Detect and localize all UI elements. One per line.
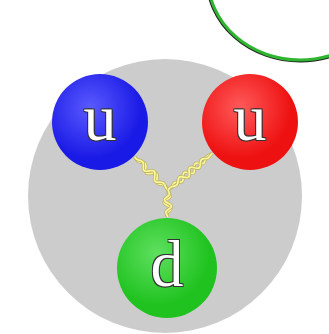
quark-circle: u [52,74,148,170]
corner-shape-outline [208,0,329,60]
gluon-line [135,157,171,217]
quark-label: u [234,85,267,151]
gluon-line-shadow [135,157,171,217]
quark-label: u [84,85,117,151]
gluon-line-core [135,157,171,217]
proton-body [28,59,302,333]
quark-circle: d [117,218,217,318]
corner-shape [208,0,329,60]
gluon-line [164,153,212,217]
quark-label: d [151,231,184,297]
gluon-line-core [164,153,212,217]
gluon-line-shadow [164,153,212,217]
quark-circle: u [202,74,298,170]
